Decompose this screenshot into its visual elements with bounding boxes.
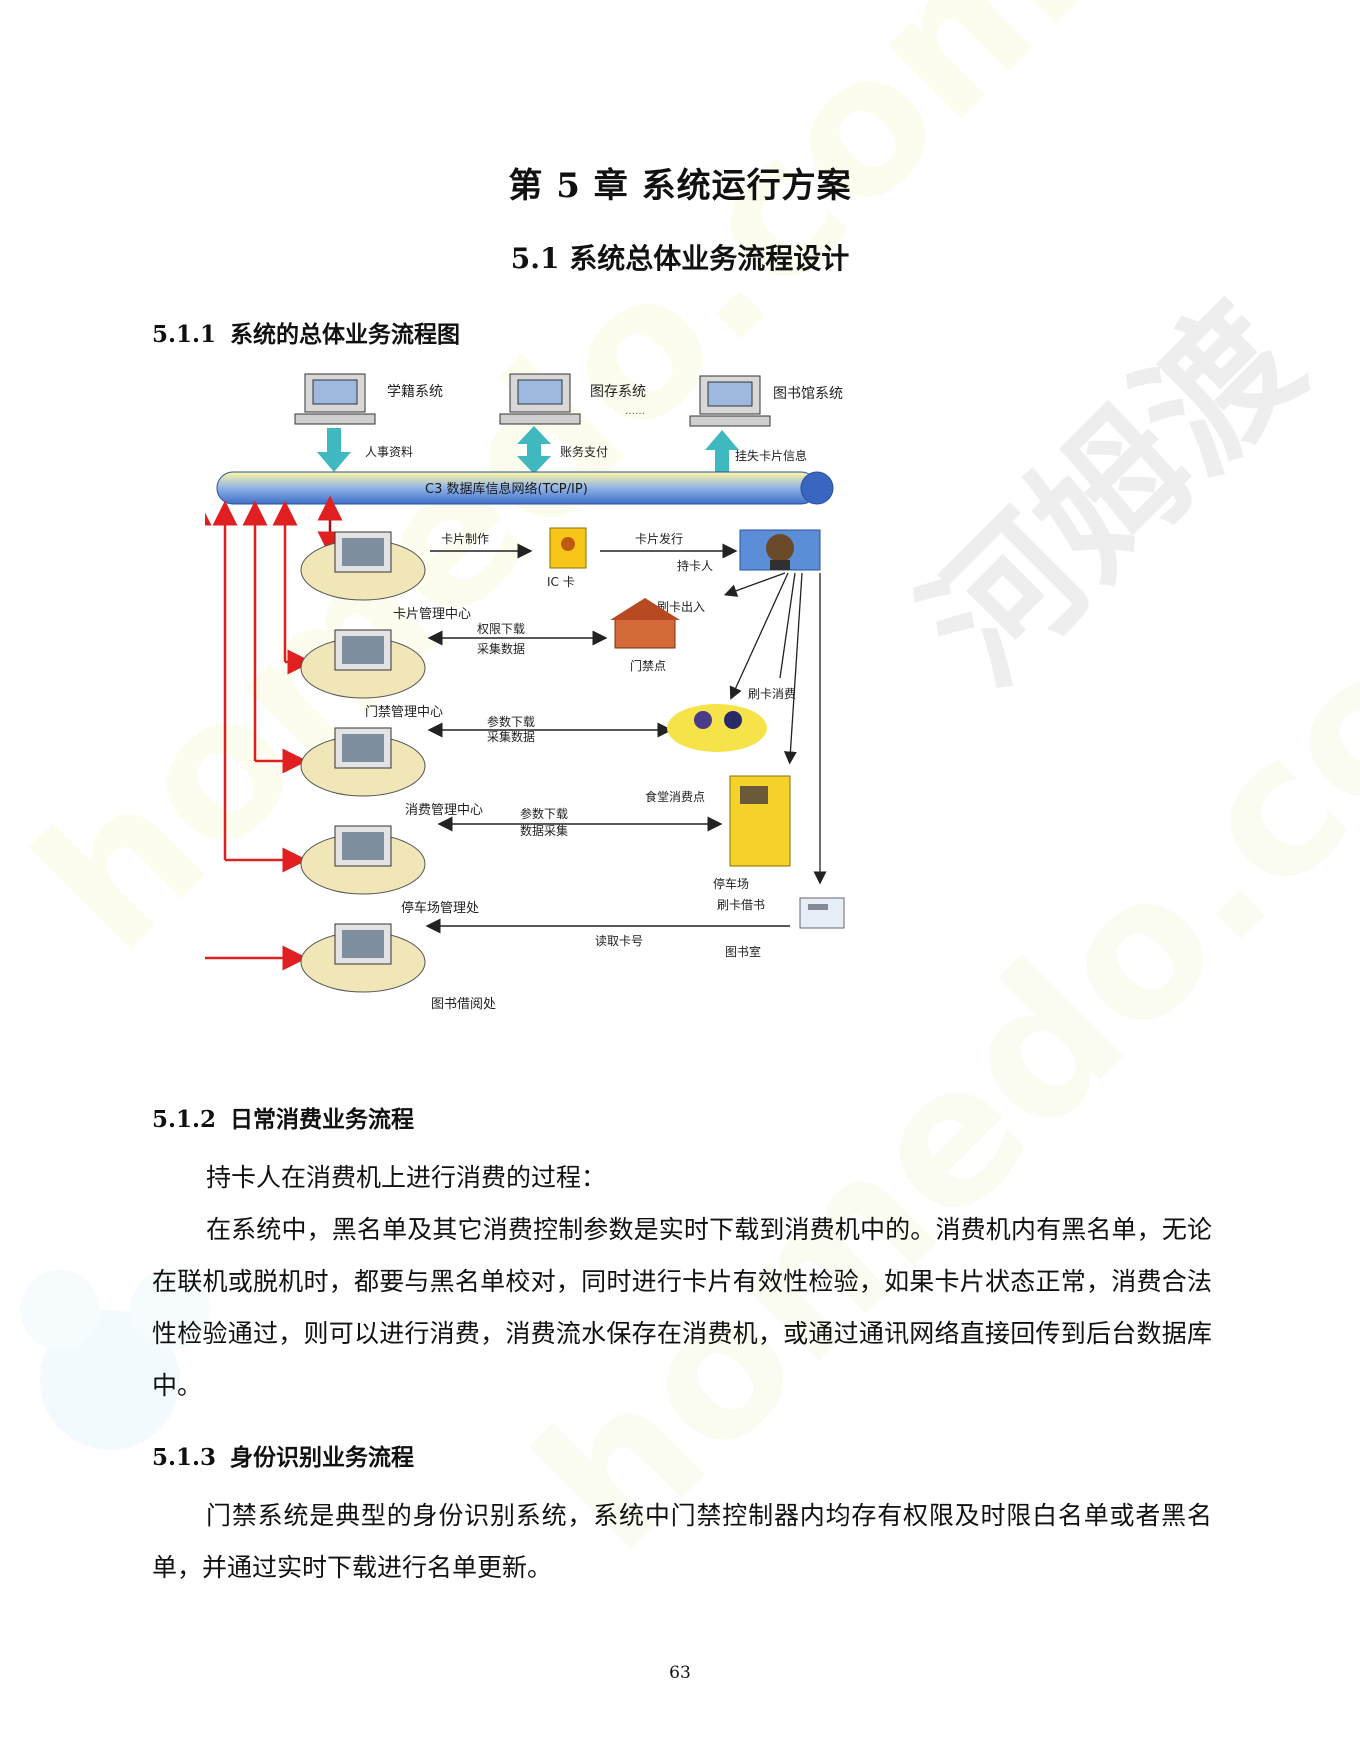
computer-icon (294, 373, 376, 425)
workstation-icon (300, 825, 426, 895)
subsection-heading: 5.1.1 系统的总体业务流程图 (152, 315, 460, 349)
top-system-label: 图书馆系统 (773, 386, 843, 402)
chapter-title: 第 5 章 系统运行方案 (508, 166, 852, 206)
access-point-building-icon (610, 598, 680, 649)
top-system-label: 学籍系统 (387, 383, 443, 400)
teal-up-arrow (705, 430, 739, 474)
center-label: 卡片管理中心 (393, 607, 471, 622)
top-flow-label: 人事资料 (365, 445, 413, 459)
center-label: 消费管理中心 (405, 803, 483, 818)
computer-icon (499, 373, 581, 425)
subsection-number: 5.1.1 (152, 321, 217, 348)
subsection-number: 5.1.3 (152, 1444, 217, 1471)
subsection-title: 身份识别业务流程 (230, 1444, 415, 1471)
flow-label: 参数下载 (520, 806, 568, 821)
ic-card-icon (549, 527, 587, 569)
workstation-icon (300, 727, 426, 797)
flow-label: IC 卡 (547, 575, 575, 589)
flow-label: 刷卡消费 (748, 687, 796, 701)
workstation-icon (300, 629, 426, 699)
flow-label: 采集数据 (477, 641, 525, 656)
center-label: 停车场管理处 (401, 900, 479, 916)
flow-label: 卡片制作 (441, 532, 489, 546)
flow-label: 刷卡出入 (657, 600, 705, 614)
business-flow-diagram: 学籍系统 图存系统 …… 图书馆系统 人事资料 账务支付 挂失卡片信息 C3 数… (205, 373, 845, 1012)
flow-label: 参数下载 (487, 714, 535, 729)
section-title: 5.1 系统总体业务流程设计 (510, 242, 850, 275)
flow-label: 门禁点 (630, 658, 666, 673)
teal-down-arrow (317, 428, 351, 472)
subsection-heading: 5.1.3 身份识别业务流程 (152, 1438, 414, 1472)
flow-label: 数据采集 (520, 823, 568, 838)
subsection-heading: 5.1.2 日常消费业务流程 (152, 1100, 414, 1134)
parking-machine-icon (729, 775, 791, 867)
workstation-icon (300, 923, 426, 993)
top-flow-label: 挂失卡片信息 (735, 448, 807, 463)
flow-label: 卡片发行 (635, 531, 683, 546)
center-label: 门禁管理中心 (365, 705, 443, 720)
top-dots: …… (625, 406, 645, 417)
teal-double-arrow (517, 426, 551, 474)
flow-label: 持卡人 (677, 558, 713, 573)
watermark-brand-cn: 河姆渡 (892, 274, 1333, 715)
card-reader-icon (799, 897, 845, 929)
paragraph: 门禁系统是典型的身份识别系统，系统中门禁控制器内均存有权限及时限白名单或者黑名单… (152, 1501, 1212, 1582)
paragraph: 持卡人在消费机上进行消费的过程： (206, 1163, 607, 1192)
network-pipe-end (800, 471, 834, 505)
top-system-label: 图存系统 (590, 384, 646, 400)
flow-label: 权限下载 (477, 622, 525, 636)
computer-icon (689, 375, 771, 427)
subsection-title: 日常消费业务流程 (230, 1106, 415, 1133)
paragraph: 在系统中，黑名单及其它消费控制参数是实时下载到消费机中的。消费机内有黑名单，无论… (152, 1215, 1212, 1400)
flow-label: 食堂消费点 (645, 789, 705, 804)
subsection-number: 5.1.2 (152, 1106, 217, 1133)
flow-label: 图书室 (725, 944, 761, 959)
network-label: C3 数据库信息网络(TCP/IP) (425, 481, 588, 497)
flow-label: 采集数据 (487, 729, 535, 744)
workstation-icon (300, 531, 426, 601)
subsection-title: 系统的总体业务流程图 (230, 321, 461, 348)
center-label: 图书借阅处 (431, 997, 496, 1012)
page-number: 63 (669, 1663, 691, 1683)
canteen-icon (667, 704, 767, 752)
card-holder-icon (739, 529, 821, 571)
flow-label: 停车场 (713, 876, 749, 891)
top-flow-label: 账务支付 (560, 444, 608, 459)
flow-label: 刷卡借书 (717, 898, 765, 912)
flow-label: 读取卡号 (595, 934, 643, 948)
